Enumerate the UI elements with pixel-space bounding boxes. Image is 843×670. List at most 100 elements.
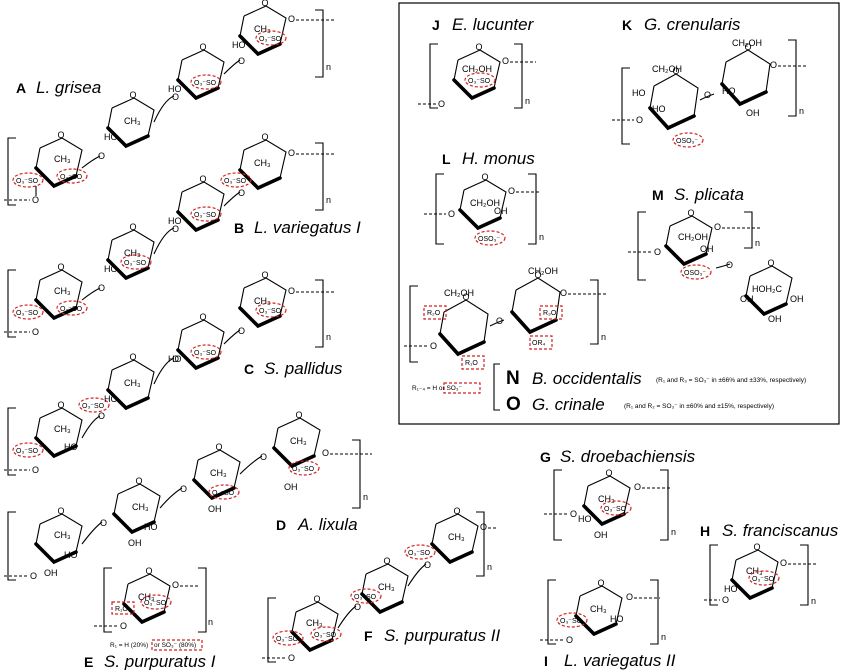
sulfate-mark-b2 — [56, 300, 88, 316]
sulfate-mark-a1 — [12, 172, 44, 188]
hydroxyl-a4: HO — [232, 40, 246, 50]
oxygen-i1: O — [566, 635, 573, 645]
oxygen-b1: O — [32, 327, 39, 337]
oxygen-f3: O — [424, 560, 431, 570]
methyl-d4: CH₃ — [290, 436, 307, 446]
panel-f: n CH₃ O₃⁻SO O₃⁻SO O O CH₃ O₃⁻SO O O₃⁻SO … — [262, 504, 501, 663]
sulfate-c2: O₃⁻SO — [82, 403, 105, 410]
panel-letter-d: D — [276, 517, 286, 533]
sulfate-b2: O₃⁻SO — [60, 306, 83, 313]
r1-mark-e — [111, 601, 135, 615]
panel-letter-c: C — [244, 361, 254, 377]
panel-letter-m: M — [652, 187, 664, 203]
methyl-i: CH₃ — [590, 604, 607, 614]
hydroxymethyl-k2: CH₂OH — [732, 38, 762, 48]
oxygen-a4: O — [238, 56, 245, 66]
panel-name-j: E. lucunter — [452, 15, 535, 34]
oxygen-i2: O — [626, 592, 633, 602]
sulfate-f1: O₃⁻SO — [276, 636, 299, 643]
oxygen-g1: O — [570, 509, 577, 519]
sulfate-mark-l — [474, 230, 506, 246]
algae-panel-box — [398, 2, 840, 425]
panel-name-o: G. crinale — [532, 395, 605, 414]
panel-k: K G. crenularis n CH₂OH HO HO OSO₃⁻ O O … — [612, 15, 806, 148]
sulfate-a1: O₃⁻SO — [16, 178, 39, 185]
sulfate-mark-i — [556, 612, 588, 628]
sulfate-mark-c2 — [78, 397, 110, 413]
methyl-f3: CH₃ — [448, 532, 465, 542]
sulfate-k: OSO₃⁻ — [676, 138, 698, 145]
repeat-n-m: n — [755, 238, 760, 248]
oxygen-l1: O — [448, 209, 455, 219]
oxygen-d3: O — [180, 484, 187, 494]
panel-name-d: A. lixula — [297, 515, 358, 534]
panel-i: n CH₃ O₃⁻SO HO O O I L. variegatus II — [540, 576, 676, 670]
hydroxyl-d1: HO — [64, 550, 78, 560]
oxygen-b3: O — [172, 224, 179, 234]
oxygen-no2: O — [496, 316, 503, 326]
sulfate-c1: O₃⁻SO — [16, 448, 39, 455]
sulfate-a3: O₃⁻SO — [194, 80, 217, 87]
hydroxyl-k1: HO — [632, 88, 646, 98]
panel-letter-o: O — [506, 394, 521, 415]
oxygen-b2: O — [98, 283, 105, 293]
sulfate-c3: O₃⁻SO — [194, 350, 217, 357]
hydroxyl-c1: HO — [64, 442, 78, 452]
hydroxyl-d1b: OH — [44, 568, 58, 578]
oxygen-h1: O — [722, 595, 729, 605]
hydroxyl-l: OH — [494, 206, 508, 216]
sulfate-f4: O₃⁻SO — [408, 550, 431, 557]
methyl-c4: CH₃ — [254, 296, 271, 306]
sulfate-f2: O₃⁻SO — [314, 632, 337, 639]
note-no: R₁₋₄ = H or SO₃⁻ — [412, 385, 463, 392]
panel-letter-h: H — [700, 523, 710, 539]
hydroxyl-d3: OH — [208, 504, 222, 514]
note-no-mark — [443, 382, 481, 394]
repeat-n-d: n — [363, 492, 368, 502]
hydroxyl-m2: OH — [740, 294, 754, 304]
hydroxymethyl-m2: HOH₂C — [752, 284, 782, 294]
oxygen-a3: O — [172, 92, 179, 102]
panel-letter-k: K — [622, 17, 632, 33]
oxygen-c4: O — [238, 326, 245, 336]
oxygen-a5: O — [288, 14, 295, 24]
oxygen-j1: O — [438, 99, 445, 109]
oxygen-d4: O — [260, 452, 267, 462]
r1-mark-no — [461, 355, 485, 370]
oxygen-c3: O — [172, 354, 179, 364]
sulfate-mark-a4 — [255, 30, 287, 46]
sulfate-mark-e — [140, 594, 172, 610]
hydroxyl-h: HO — [724, 584, 738, 594]
sulfate-mark-f3 — [350, 588, 382, 604]
methyl-h: CH₃ — [746, 566, 763, 576]
hydroxyl-k2: HO — [722, 86, 736, 96]
sulfate-h: O₃⁻SO — [752, 576, 775, 583]
sulfate-mark-m — [680, 264, 712, 280]
r1o-no: R₁O — [465, 360, 478, 367]
r3o-no: R₃O — [543, 310, 557, 317]
hydroxyl-d2b: OH — [128, 538, 142, 548]
panel-letter-i: I — [544, 653, 548, 669]
methyl-f1: CH₃ — [306, 618, 323, 628]
oxygen-k1: O — [636, 115, 643, 125]
panel-name-b: L. variegatus I — [254, 218, 361, 237]
hydroxyl-b3: HO — [168, 216, 182, 226]
methyl-c1: CH₃ — [54, 424, 71, 434]
panel-name-i: L. variegatus II — [564, 651, 676, 670]
brackets-a — [7, 9, 324, 206]
oxygen-no3: O — [560, 288, 567, 298]
panel-e: n CH₃ R₁O O₃⁻SO O O R₁ = H (20%) or SO₃⁻… — [84, 564, 216, 670]
methyl-b4: CH₃ — [254, 158, 271, 168]
hydroxyl-k1b: HO — [652, 104, 666, 114]
panel-j: J E. lucunter n CH₂OH O₃⁻SO O O — [418, 15, 536, 109]
repeat-n-c: n — [326, 332, 331, 342]
sulfate-e: O₃⁻SO — [144, 600, 167, 607]
methyl-b2: CH₃ — [124, 248, 141, 258]
repeat-n-g: n — [671, 527, 676, 537]
panel-letter-l: L — [442, 151, 451, 167]
hydroxyl-a2: HO — [104, 132, 118, 142]
sulfate-c4: O₃⁻SO — [259, 308, 282, 315]
sulfate-mark-f2 — [310, 626, 342, 642]
sulfate-d2: O₃⁻SO — [292, 466, 315, 473]
